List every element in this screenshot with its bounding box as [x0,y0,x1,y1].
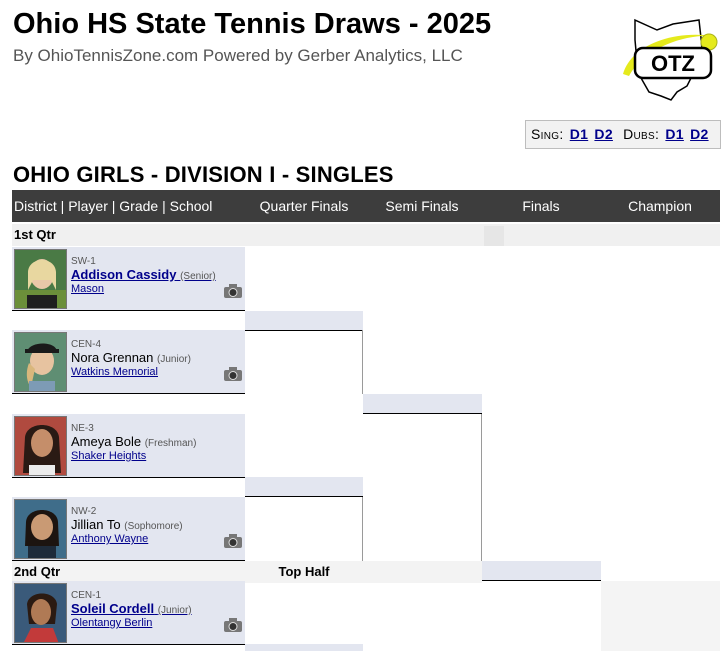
player-photo[interactable] [14,499,67,559]
quarter-bar-1 [12,224,720,246]
player-name-wrap: Nora Grennan (Junior) [71,350,191,365]
bracket-line [362,330,363,394]
player-school-link[interactable]: Mason [71,283,105,295]
player-photo[interactable] [14,332,67,392]
player-school-link[interactable]: Anthony Wayne [71,533,149,545]
column-champion: Champion [628,198,692,214]
singles-label: Sing: [531,126,564,142]
player-school-link[interactable]: Shaker Heights [71,450,147,462]
player-district: NW-2 [71,506,97,517]
player-grade: (Freshman) [144,438,197,449]
player-photo[interactable] [14,416,67,476]
player-school-link[interactable]: Watkins Memorial [71,366,158,378]
column-player: District | Player | Grade | School [14,198,213,214]
player-school-link[interactable]: Olentangy Berlin [71,617,153,629]
bracket-line [362,497,363,561]
page-title: Ohio HS State Tennis Draws - 2025 [13,8,492,40]
semi-final-slot [363,394,482,414]
quarter-final-slot [245,477,363,497]
player-district: CEN-4 [71,339,102,350]
player-name: Jillian To [71,517,121,532]
link-singles-d2[interactable]: D2 [594,126,613,142]
column-quarter-finals: Quarter Finals [259,198,349,214]
player-name[interactable]: Addison Cassidy [71,267,177,282]
player-grade: (Sophomore) [124,521,183,532]
draw-links-box: Sing: D1 D2 Dubs: D1 D2 [525,120,721,149]
player-name[interactable]: Soleil Cordell [71,601,155,616]
player-row: SW-1 Addison Cassidy (Senior) Mason [12,247,245,311]
bracket-placeholder [484,226,504,246]
player-district: SW-1 [71,256,96,267]
player-name: Ameya Bole [71,434,142,449]
player-row: CEN-4 Nora Grennan (Junior) Watkins Memo… [12,330,245,394]
quarter-bar-2 [12,561,482,583]
player-photo[interactable] [14,249,67,309]
quarter-final-slot [245,644,363,651]
column-finals: Finals [522,198,560,214]
logo-text: OTZ [651,51,695,76]
link-singles-d1[interactable]: D1 [569,126,589,142]
bracket-header: District | Player | Grade | School Quart… [12,190,720,222]
quarter-label-2: 2nd Qtr [14,564,61,579]
player-grade: (Junior) [157,354,191,365]
section-title: OHIO GIRLS - DIVISION I - SINGLES [13,162,394,187]
final-slot [482,561,601,581]
camera-icon[interactable] [223,366,243,382]
player-district: CEN-1 [71,590,102,601]
link-doubles-d1[interactable]: D1 [665,126,684,142]
quarter-label-1: 1st Qtr [14,227,56,242]
column-semi-finals: Semi Finals [385,198,459,214]
otz-logo[interactable]: OTZ [621,16,721,102]
half-label: Top Half [278,564,330,579]
camera-icon[interactable] [223,283,243,299]
page-subtitle: By OhioTennisZone.com Powered by Gerber … [13,46,463,65]
link-doubles-d2[interactable]: D2 [690,126,709,142]
player-grade: (Junior) [157,605,192,616]
champion-area [601,581,720,651]
player-row: CEN-1 Soleil Cordell (Junior) Olentangy … [12,581,245,645]
player-row: NE-3 Ameya Bole (Freshman) Shaker Height… [12,414,245,478]
doubles-label: Dubs: [623,126,660,142]
player-name: Nora Grennan [71,350,154,365]
player-row: NW-2 Jillian To (Sophomore) Anthony Wayn… [12,497,245,561]
player-name-wrap: Ameya Bole (Freshman) [71,434,196,449]
bracket-line [481,414,482,561]
player-name-wrap: Jillian To (Sophomore) [71,517,183,532]
player-name-link[interactable]: Soleil Cordell (Junior) [71,601,192,616]
player-district: NE-3 [71,423,94,434]
player-grade: (Senior) [180,271,216,282]
camera-icon[interactable] [223,533,243,549]
player-photo[interactable] [14,583,67,643]
quarter-final-slot [245,311,363,331]
player-name-link[interactable]: Addison Cassidy (Senior) [71,267,216,282]
camera-icon[interactable] [223,617,243,633]
